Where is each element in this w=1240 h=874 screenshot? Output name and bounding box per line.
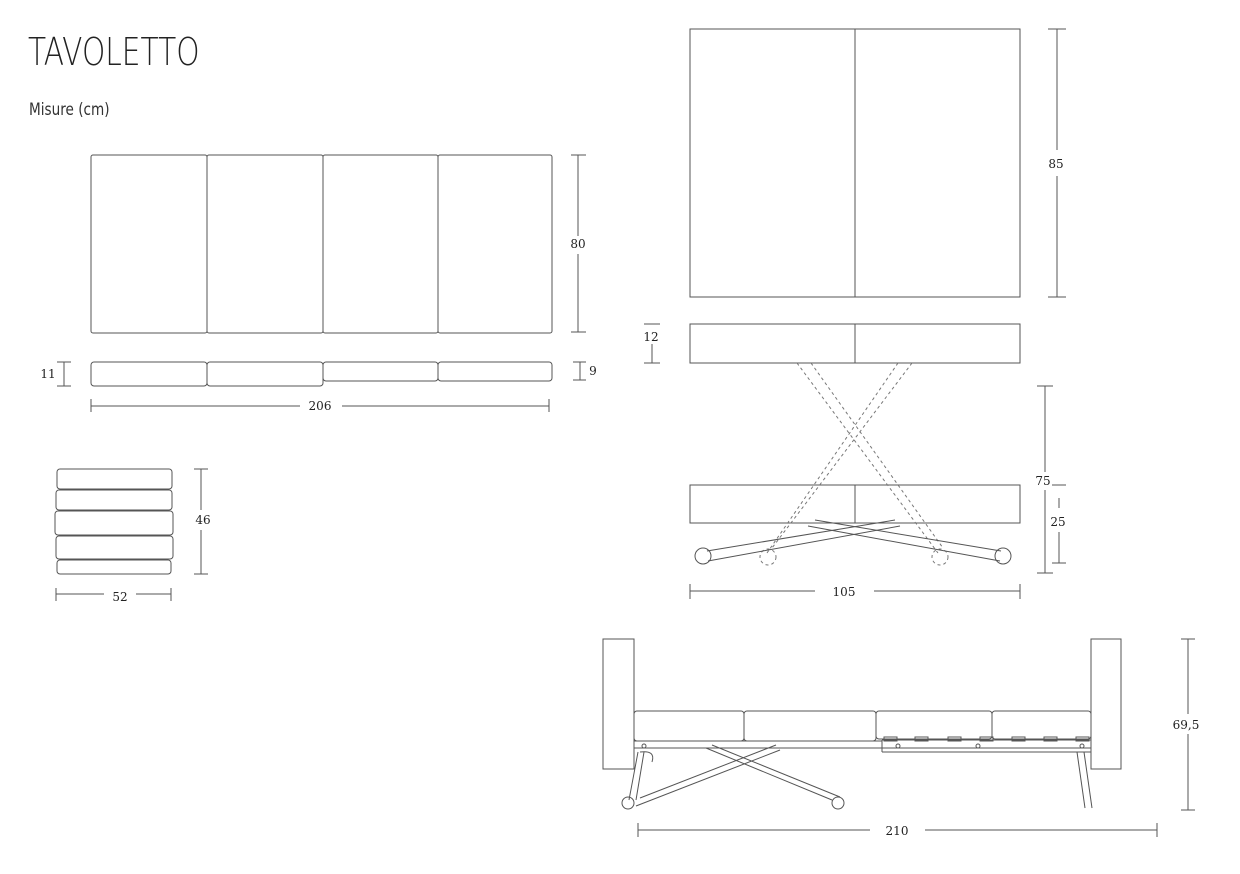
label-bed-length: 210 [886, 824, 909, 838]
mattress-side-view [90, 361, 553, 387]
dimension-mattress-length: 206 [90, 399, 550, 413]
table-top-view [689, 28, 1021, 298]
label-bed-height: 69,5 [1173, 718, 1200, 732]
dimension-table-top-thickness: 12 [643, 323, 660, 364]
label-table-top-thickness: 12 [643, 330, 658, 344]
dimension-table-width: 105 [689, 584, 1021, 599]
label-left-thickness: 11 [40, 367, 55, 381]
stacked-cushions [54, 468, 174, 575]
dimension-mattress-depth: 80 [570, 154, 586, 333]
mattress-top-view [90, 154, 553, 334]
product-title: TAVOLETTO [28, 30, 200, 74]
label-table-top-depth: 85 [1048, 157, 1063, 171]
label-stack-width: 52 [112, 590, 127, 604]
dimension-table-top-depth: 85 [1048, 28, 1066, 298]
label-mattress-length: 206 [309, 399, 332, 413]
dimension-bed-height: 69,5 [1173, 638, 1200, 811]
label-table-height-max: 75 [1035, 474, 1050, 488]
bed-slats [883, 736, 1090, 742]
dimension-table-height-min: 25 [1050, 484, 1066, 564]
label-stack-height: 46 [195, 513, 210, 527]
dimension-left-thickness: 11 [40, 361, 71, 387]
dimension-stack-width: 52 [55, 588, 172, 604]
dimension-right-thickness: 9 [573, 361, 597, 381]
label-table-height-min: 25 [1050, 515, 1065, 529]
dimension-stack-height: 46 [194, 468, 211, 575]
raised-legs-dashed [759, 362, 949, 566]
bed-rivets [641, 743, 1085, 749]
lowered-legs [694, 519, 1012, 565]
label-mattress-depth: 80 [570, 237, 585, 251]
measurements-subtitle: Misure (cm) [29, 100, 110, 120]
dimension-bed-length: 210 [637, 823, 1158, 838]
dimension-table-height-max: 75 [1035, 385, 1053, 574]
label-table-width: 105 [833, 585, 856, 599]
label-right-thickness: 9 [589, 364, 597, 378]
bed-side-view [602, 638, 1122, 810]
table-front-view [689, 323, 1021, 566]
